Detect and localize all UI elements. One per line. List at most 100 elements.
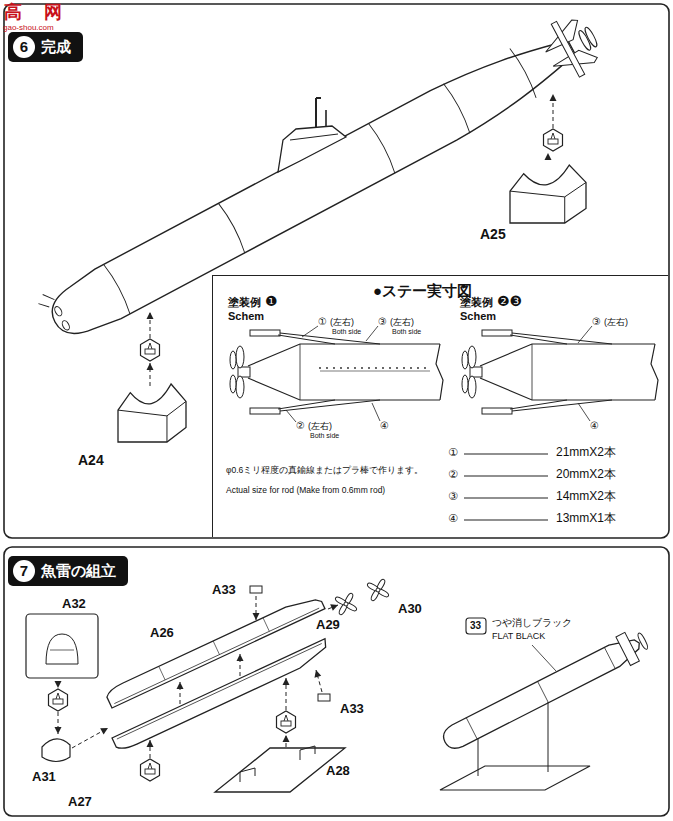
scheme-label: Schem	[460, 310, 496, 323]
shell-seam	[213, 641, 219, 655]
dimension: 21mmX2本	[556, 446, 616, 460]
propeller	[236, 346, 244, 368]
step-frame	[4, 4, 669, 538]
step-title: 魚雷の組立	[41, 562, 116, 581]
dimension: 13mmX1本	[556, 512, 616, 526]
step-number: 6	[13, 36, 35, 58]
periscope	[315, 98, 317, 127]
stay-rod	[512, 400, 612, 411]
shell-rim	[117, 644, 322, 740]
leader-line	[286, 410, 296, 422]
part-number: A33	[340, 702, 364, 717]
rivet	[410, 367, 412, 369]
glue-icon-body	[145, 349, 155, 354]
stand-post	[548, 702, 549, 772]
step-header: 6完成	[8, 32, 83, 62]
glue-icon-body	[145, 769, 155, 774]
part-number: A25	[480, 226, 506, 242]
stay-rod	[510, 335, 567, 344]
propeller-part	[334, 592, 357, 615]
stern-fin	[482, 408, 512, 414]
glue-icon-body	[548, 139, 558, 144]
glue-icon	[277, 711, 296, 733]
glue-icon	[141, 759, 160, 781]
propeller	[462, 375, 468, 393]
small-part	[250, 586, 262, 593]
arrow-head	[550, 94, 557, 101]
arrow-head	[283, 678, 290, 685]
part-number: A24	[78, 452, 104, 468]
paint-number: 33	[470, 620, 481, 632]
stand-edge	[510, 191, 565, 197]
propeller	[230, 351, 236, 369]
rivet	[424, 367, 426, 369]
prop-hub	[376, 588, 380, 592]
watermark: 网	[44, 2, 62, 23]
propeller	[230, 375, 236, 393]
leader-line	[366, 326, 378, 341]
callout-number: ①	[318, 316, 327, 328]
rivet	[403, 367, 405, 369]
nose-part	[42, 739, 70, 762]
propeller	[468, 376, 476, 398]
stand-body	[510, 165, 586, 223]
paint-name: FLAT BLACK	[492, 631, 545, 641]
callout-number: ④	[380, 420, 389, 432]
rivet	[396, 367, 398, 369]
torpedo-lower-half	[112, 639, 332, 753]
rudder	[551, 21, 584, 77]
half-shell	[112, 639, 332, 753]
rivet	[354, 367, 356, 369]
prop-hub	[344, 602, 348, 606]
rivet	[368, 367, 370, 369]
torpedo-seam	[538, 681, 549, 702]
stand-edge	[564, 197, 565, 223]
leader-line	[302, 326, 318, 337]
arrow-head	[314, 670, 321, 678]
step-frame	[4, 547, 669, 816]
stern-view	[462, 330, 658, 414]
shell-seam	[159, 666, 165, 680]
propeller	[468, 346, 476, 368]
glue-icon	[49, 689, 68, 711]
stern-view	[230, 330, 443, 414]
stern-fin	[482, 330, 512, 336]
stern-seam	[300, 344, 301, 400]
callout-number: ②	[448, 468, 458, 481]
hull-seam	[218, 202, 246, 253]
stern-seam	[532, 344, 533, 400]
torpedo-tube	[53, 305, 63, 317]
panel-heading: ●ステー実寸図	[373, 282, 472, 301]
part-number: A27	[68, 795, 92, 810]
glue-icon-frame	[277, 711, 296, 733]
torpedo-fin	[616, 632, 639, 665]
stand-edge	[166, 416, 167, 442]
arrow-head	[177, 682, 184, 689]
part-number: A28	[326, 764, 350, 779]
hull	[42, 23, 585, 347]
weld-line	[320, 371, 430, 372]
rod-length-line	[464, 475, 548, 476]
rivet	[333, 367, 335, 369]
callout-number: ③	[378, 316, 387, 328]
glue-icon-tip	[551, 133, 555, 139]
glue-icon-body	[281, 721, 291, 726]
arrow-head	[545, 153, 552, 160]
glue-icon-frame	[544, 129, 563, 151]
arrow-head	[147, 312, 154, 319]
cone-edge	[50, 650, 74, 651]
callout-note: Both side	[310, 432, 339, 440]
stern-hull	[480, 344, 658, 400]
dimension: 14mmX2本	[556, 490, 616, 504]
part-number: A31	[32, 770, 56, 785]
stand-edge	[167, 401, 186, 416]
watermark: gao-shou.com	[3, 23, 54, 32]
propeller	[236, 376, 244, 398]
callout-note: (左右)	[308, 421, 332, 431]
torpedo-seam	[466, 718, 477, 739]
glue-icon	[544, 129, 563, 151]
paint-chip	[466, 618, 486, 634]
stay-rod	[280, 400, 380, 411]
